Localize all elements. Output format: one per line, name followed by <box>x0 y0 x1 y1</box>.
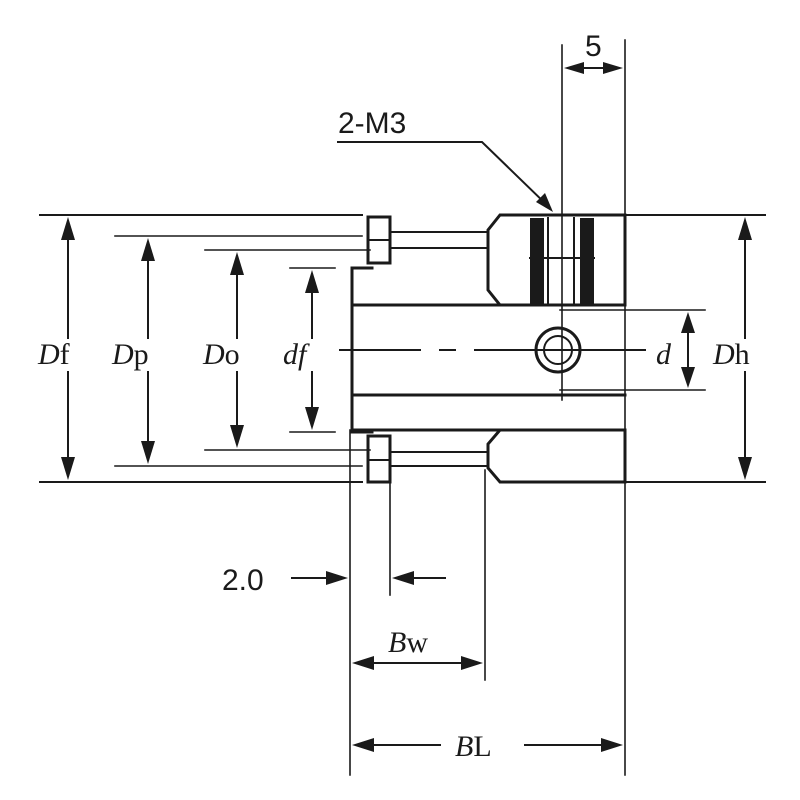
lower-hub-lobe <box>486 428 627 484</box>
label-gap: 2.0 <box>222 564 264 597</box>
dim-bl-arrow-left <box>352 738 374 752</box>
dim-5-arrow-left <box>564 62 584 74</box>
dim-dh-arrow-up <box>738 217 752 240</box>
dim-d-arrow-down <box>681 367 695 388</box>
dim-bw-arrow-left <box>352 656 374 670</box>
upper-clamp-lobe <box>486 213 627 307</box>
dim-gap-arrow-right <box>392 571 414 585</box>
label-dh: Dh <box>712 338 750 371</box>
label-df-big: Df <box>37 338 70 371</box>
dim-dp-arrow-up <box>141 238 155 261</box>
label-bw: Bw <box>388 626 428 659</box>
label-df-small: df <box>283 338 310 371</box>
label-dp: Dp <box>111 338 149 371</box>
leader-2-m3 <box>337 141 552 210</box>
screw-bar-2 <box>580 218 594 304</box>
dim-df-arrow-up <box>61 217 75 240</box>
dim-do-arrow-down <box>230 425 244 448</box>
dim-df-arrow-down <box>61 457 75 480</box>
label-screw: 2-M3 <box>338 107 406 140</box>
dim-do-arrow-up <box>230 252 244 275</box>
dim-dh-arrow-down <box>738 457 752 480</box>
dim-dp-arrow-down <box>141 441 155 464</box>
label-d: d <box>656 338 672 371</box>
leader-2-m3-arrow <box>536 193 553 212</box>
label-top-dim: 5 <box>585 30 602 63</box>
label-do: Do <box>202 338 240 371</box>
label-bl: BL <box>455 730 492 763</box>
dim-d-arrow-up <box>681 312 695 333</box>
dim-bw-arrow-right <box>461 656 483 670</box>
dim-dfs-arrow-down <box>305 407 319 430</box>
dim-bl-arrow-right <box>601 738 623 752</box>
dim-5-arrow-right <box>603 62 623 74</box>
screw-bar-1 <box>530 218 544 304</box>
dim-dfs-arrow-up <box>305 270 319 293</box>
dim-gap-arrow-left <box>326 571 348 585</box>
